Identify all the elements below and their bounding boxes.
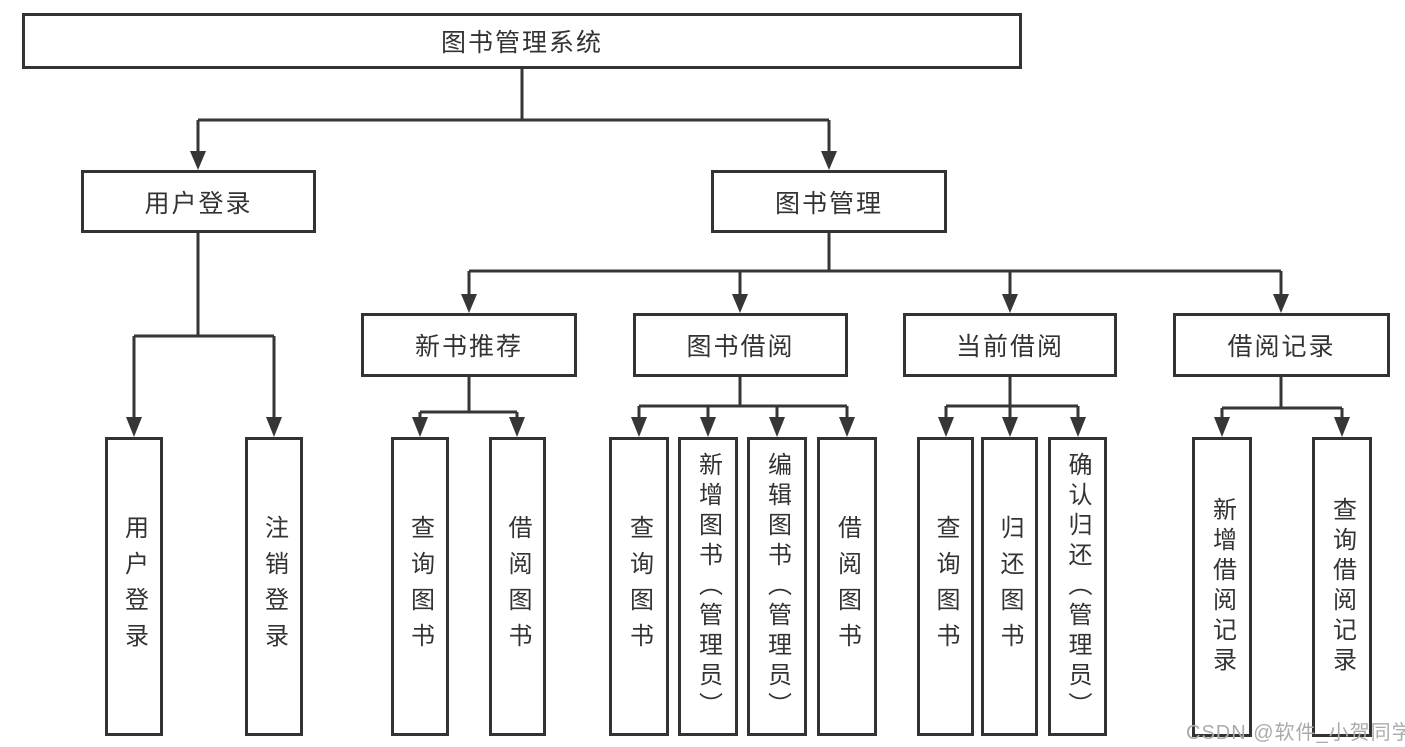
node-book-borrowing: 图书借阅 [633, 313, 848, 377]
leaf-confirm-return-admin: 确认归还（管理员） [1048, 437, 1107, 736]
leaf-edit-books-admin: 编辑图书（管理员） [747, 437, 807, 736]
node-new-book-recommendation: 新书推荐 [361, 313, 577, 377]
leaf-query-books-borrowing: 查询图书 [609, 437, 669, 736]
node-library-management-system: 图书管理系统 [22, 13, 1022, 69]
leaf-add-books-admin: 新增图书（管理员） [678, 437, 738, 736]
leaf-borrow-books: 借阅图书 [817, 437, 877, 736]
leaf-query-borrow-record: 查询借阅记录 [1312, 437, 1372, 737]
leaf-add-borrow-record: 新增借阅记录 [1192, 437, 1252, 737]
csdn-watermark: CSDN @软件_小贺同学 [1186, 722, 1405, 744]
leaf-logout: 注销登录 [245, 437, 303, 736]
node-book-management: 图书管理 [711, 170, 947, 233]
leaf-user-login: 用户登录 [105, 437, 163, 736]
leaf-query-books-recommend: 查询图书 [391, 437, 449, 736]
leaf-query-books-current: 查询图书 [917, 437, 974, 736]
node-current-borrowing: 当前借阅 [903, 313, 1117, 377]
leaf-borrow-books-recommend: 借阅图书 [489, 437, 546, 736]
leaf-return-books: 归还图书 [981, 437, 1038, 736]
node-user-login: 用户登录 [81, 170, 316, 233]
node-borrowing-records: 借阅记录 [1173, 313, 1390, 377]
